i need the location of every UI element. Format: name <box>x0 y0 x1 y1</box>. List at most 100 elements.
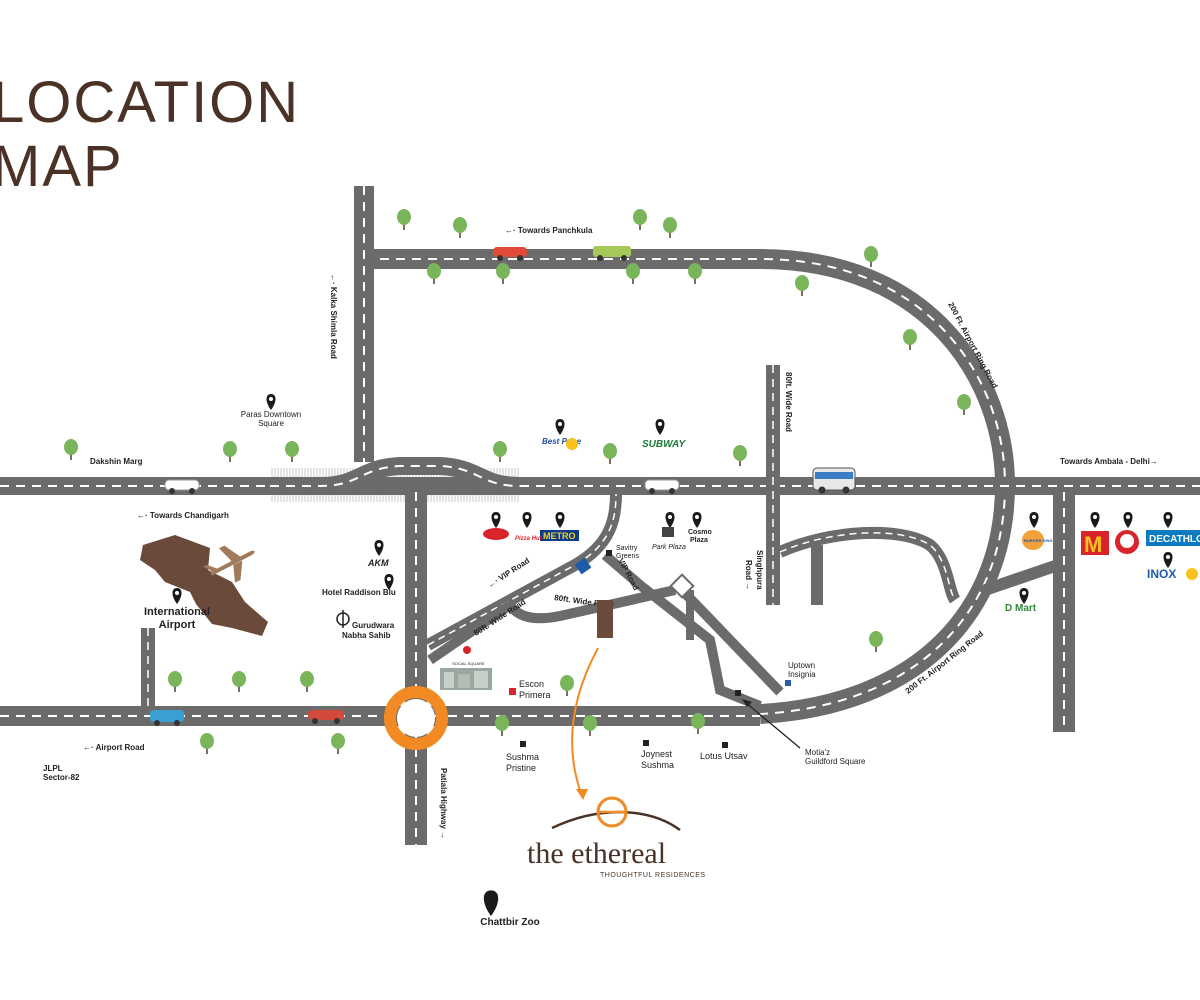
label-motiaz-2: Guildford Square <box>805 757 866 766</box>
label-80ft-vertical: 80ft. Wide Road <box>784 372 793 432</box>
dmart-logo: D Mart <box>1005 603 1037 614</box>
tree-icon <box>688 263 702 284</box>
label-towards-ambala: Towards Ambala - Delhi→ <box>1060 457 1158 466</box>
ethereal-logo: the ethereal THOUGHTFUL RESIDENCES <box>527 796 706 879</box>
burger-king-text: BURGER KING <box>1024 538 1052 543</box>
ethereal-arrow-head <box>576 789 588 800</box>
tree-icon <box>493 441 507 462</box>
pin-hole <box>175 591 179 595</box>
tree-icon <box>397 209 411 230</box>
label-hotel-raddison: Hotel Raddison Blu <box>322 588 396 597</box>
pin-hole <box>269 397 273 401</box>
car-white-left <box>164 479 200 494</box>
pin-hole <box>1166 515 1170 519</box>
location-pins <box>172 394 1173 916</box>
bus <box>812 467 856 494</box>
pin-hole <box>1166 555 1170 559</box>
kfc-logo <box>1115 530 1139 554</box>
mcdonalds-logo: M <box>1081 531 1109 557</box>
pin-hole <box>558 515 562 519</box>
tree-icon <box>200 733 214 754</box>
tree-icon <box>663 217 677 238</box>
tree-icon <box>733 445 747 466</box>
marker-ethereal-site <box>597 600 613 638</box>
tree-icon <box>496 263 510 284</box>
label-sushma-1: Sushma <box>506 752 539 762</box>
label-paras-2: Square <box>258 419 284 428</box>
pin-hole <box>377 543 381 547</box>
label-singhpura-2: Road → <box>744 560 753 590</box>
label-paras-1: Paras Downtown <box>241 410 301 419</box>
location-pin-icon <box>374 540 384 556</box>
marker-escon <box>509 688 516 695</box>
location-pin-icon <box>1163 552 1173 568</box>
decathlon-text: DECATHLON <box>1149 534 1200 545</box>
ethereal-logo-tagline: THOUGHTFUL RESIDENCES <box>600 872 706 879</box>
mocha-logo <box>483 528 509 540</box>
tree-icon <box>495 715 509 736</box>
tree-icon <box>560 675 574 696</box>
label-chattbir: Chattbir Zoo <box>480 917 539 928</box>
location-pin-icon <box>1163 512 1173 528</box>
pin-hole <box>695 515 699 519</box>
title-line-2: MAP <box>0 134 124 199</box>
label-towards-chandigarh: ←· Towards Chandigarh <box>137 511 229 520</box>
location-pin-icon <box>1019 588 1029 604</box>
subway-text: SUBWAY <box>642 439 686 450</box>
label-uptown-2: Insignia <box>788 670 816 679</box>
label-escon-1: Escon <box>519 679 544 689</box>
map-title: LOCATION MAP <box>0 70 298 199</box>
location-pin-icon <box>522 512 532 528</box>
label-airport-1: International <box>144 606 210 618</box>
pin-hole <box>658 422 662 426</box>
road-network <box>0 186 1200 845</box>
decathlon-logo: DECATHLON <box>1146 530 1200 546</box>
ethereal-pointer-arrow <box>571 647 599 797</box>
pin-hole <box>1126 515 1130 519</box>
location-pin-icon <box>1090 512 1100 528</box>
label-jlpl-2: Sector-82 <box>43 773 80 782</box>
tree-icon <box>691 713 705 734</box>
tree-icon <box>427 263 441 284</box>
tree-icon <box>903 329 917 350</box>
label-joynest-2: Sushma <box>641 760 674 770</box>
label-akm: AKM <box>367 558 389 568</box>
location-pin-icon <box>1123 512 1133 528</box>
label-uptown-1: Uptown <box>788 661 815 670</box>
tree-icon <box>285 441 299 462</box>
label-kalka-shimla: ←· Kalka Shimla Road <box>329 274 338 359</box>
dmart-text: D Mart <box>1005 603 1037 614</box>
gurudwara-khanda-icon <box>336 610 350 628</box>
pin-hole <box>1032 515 1036 519</box>
tree-icon <box>633 209 647 230</box>
pin-hole <box>525 515 529 519</box>
dominos-logo <box>574 557 592 575</box>
label-dakshin-marg: Dakshin Marg <box>90 457 143 466</box>
location-pin-icon <box>266 394 276 410</box>
label-jlpl-1: JLPL <box>43 764 63 773</box>
label-park-plaza: Park Plaza <box>652 544 686 551</box>
car-red-top <box>493 247 527 261</box>
pizza-hut-text: Pizza Hut <box>515 536 543 542</box>
tree-icon <box>223 441 237 462</box>
marker-uptown <box>785 680 791 686</box>
tree-icon <box>168 671 182 692</box>
ethereal-logo-name: the ethereal <box>527 837 666 870</box>
tree-icon <box>626 263 640 284</box>
pin-hole <box>387 577 391 581</box>
best-price-logo: Best Price <box>542 437 582 450</box>
building-markers <box>509 550 791 748</box>
singhpura-dash <box>779 532 956 601</box>
brand-badges: Best Price SUBWAY METRO Pizza Hut D Mart… <box>336 437 1200 628</box>
car-white-mid <box>644 479 680 494</box>
road-80ft-diagonal <box>505 585 677 624</box>
junction-diamond <box>669 573 695 599</box>
tree-icon <box>331 733 345 754</box>
motiaz-arrow-head <box>742 699 752 707</box>
location-pin-icon <box>692 512 702 528</box>
marker-sushma <box>520 741 526 747</box>
label-gurudwara-1: Gurudwara <box>352 621 395 630</box>
inox-text: INOX <box>1147 567 1176 581</box>
marker-joynest <box>643 740 649 746</box>
